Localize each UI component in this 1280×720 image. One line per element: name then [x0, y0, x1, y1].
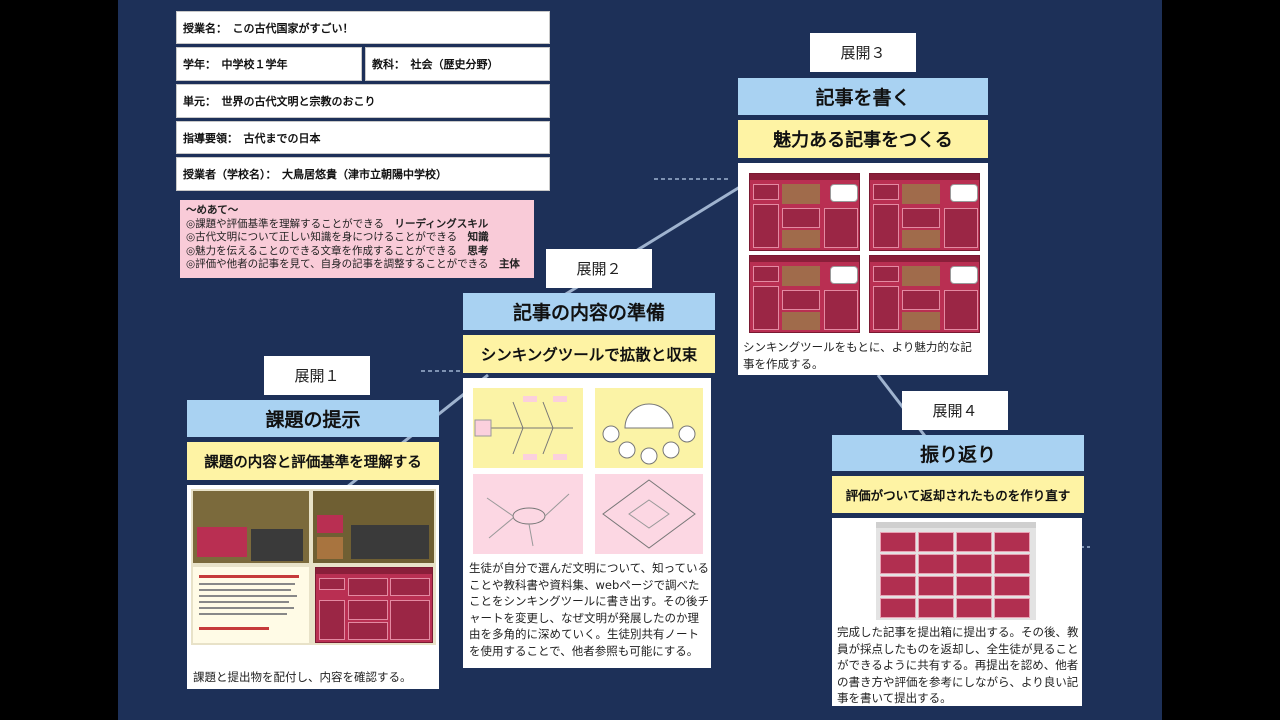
- phase2-description: 生徒が自分で選んだ文明について、知っていることや教科書や資料集、webページで調…: [469, 561, 710, 658]
- unit-cell: 単元： 世界の古代文明と宗教のおこり: [176, 84, 550, 118]
- bubble-chart-thumb: [595, 388, 703, 468]
- teacher-cell: 授業者（学校名）： 大鳥居悠貴（津市立朝陽中学校）: [176, 157, 550, 191]
- thinking-tools-screenshot: [467, 382, 707, 558]
- goal-item: ◎評価や他者の記事を見て、自身の記事を調整することができる 主体: [186, 258, 520, 271]
- phase3-title: 記事を書く: [738, 78, 988, 115]
- goals-box: 〜めあて〜 ◎課題や評価基準を理解することができる リーディングスキル ◎古代文…: [180, 200, 534, 278]
- lesson-name-cell: 授業名： この古代国家がすごい！: [176, 11, 550, 44]
- rubric-thumb: [193, 567, 309, 643]
- phase4-title: 振り返り: [832, 435, 1084, 471]
- article-thumb: [749, 173, 860, 251]
- article-thumb: [869, 255, 980, 333]
- concept-map-thumb: [473, 474, 583, 554]
- article-thumb: [315, 567, 433, 643]
- phase3-card: シンキングツールをもとに、より魅力的な記事を作成する。: [738, 163, 988, 375]
- grade-cell: 学年： 中学校１学年: [176, 47, 362, 81]
- phase4-label: 展開４: [902, 391, 1008, 430]
- phase1-card: 課題と提出物を配付し、内容を確認する。: [187, 485, 439, 689]
- guideline-cell: 指導要領： 古代までの日本: [176, 121, 550, 154]
- fishbone-chart-thumb: [473, 388, 583, 468]
- phase4-subtitle: 評価がついて返却されたものを作り直す: [832, 476, 1084, 513]
- phase4-card: 完成した記事を提出箱に提出する。その後、教員が採点したものを返却し、全生徒が見る…: [832, 518, 1082, 706]
- phase4-description: 完成した記事を提出箱に提出する。その後、教員が採点したものを返却し、全生徒が見る…: [837, 625, 1079, 706]
- goal-item: ◎古代文明について正しい知識を身につけることができる 知識: [186, 231, 489, 244]
- phase1-subtitle: 課題の内容と評価基準を理解する: [187, 442, 439, 480]
- phase3-subtitle: 魅力ある記事をつくる: [738, 120, 988, 158]
- diamond-chart-thumb: [595, 474, 703, 554]
- phase2-title: 記事の内容の準備: [463, 293, 715, 330]
- phase1-description: 課題と提出物を配付し、内容を確認する。: [193, 670, 412, 684]
- goal-item: ◎魅力を伝えることのできる文章を作成することができる 思考: [186, 244, 489, 257]
- subject-cell: 教科： 社会（歴史分野）: [365, 47, 550, 81]
- phase1-title: 課題の提示: [187, 400, 439, 437]
- article-thumb: [749, 255, 860, 333]
- phase3-description: シンキングツールをもとに、より魅力的な記事を作成する。: [743, 340, 972, 371]
- phase2-label: 展開２: [546, 249, 652, 288]
- goals-heading: 〜めあて〜: [186, 204, 239, 216]
- phase2-subtitle: シンキングツールで拡散と収束: [463, 335, 715, 373]
- phase3-label: 展開３: [810, 33, 916, 72]
- slide: 授業名： この古代国家がすごい！ 学年： 中学校１学年 教科： 社会（歴史分野）…: [118, 0, 1162, 720]
- phase2-card: 生徒が自分で選んだ文明について、知っていることや教科書や資料集、webページで調…: [463, 378, 711, 668]
- goal-item: ◎課題や評価基準を理解することができる リーディングスキル: [186, 217, 489, 230]
- shared-articles-screenshot: [876, 522, 1036, 620]
- phase1-label: 展開１: [264, 356, 370, 395]
- article-thumb: [869, 173, 980, 251]
- phase1-screenshot: [191, 489, 436, 645]
